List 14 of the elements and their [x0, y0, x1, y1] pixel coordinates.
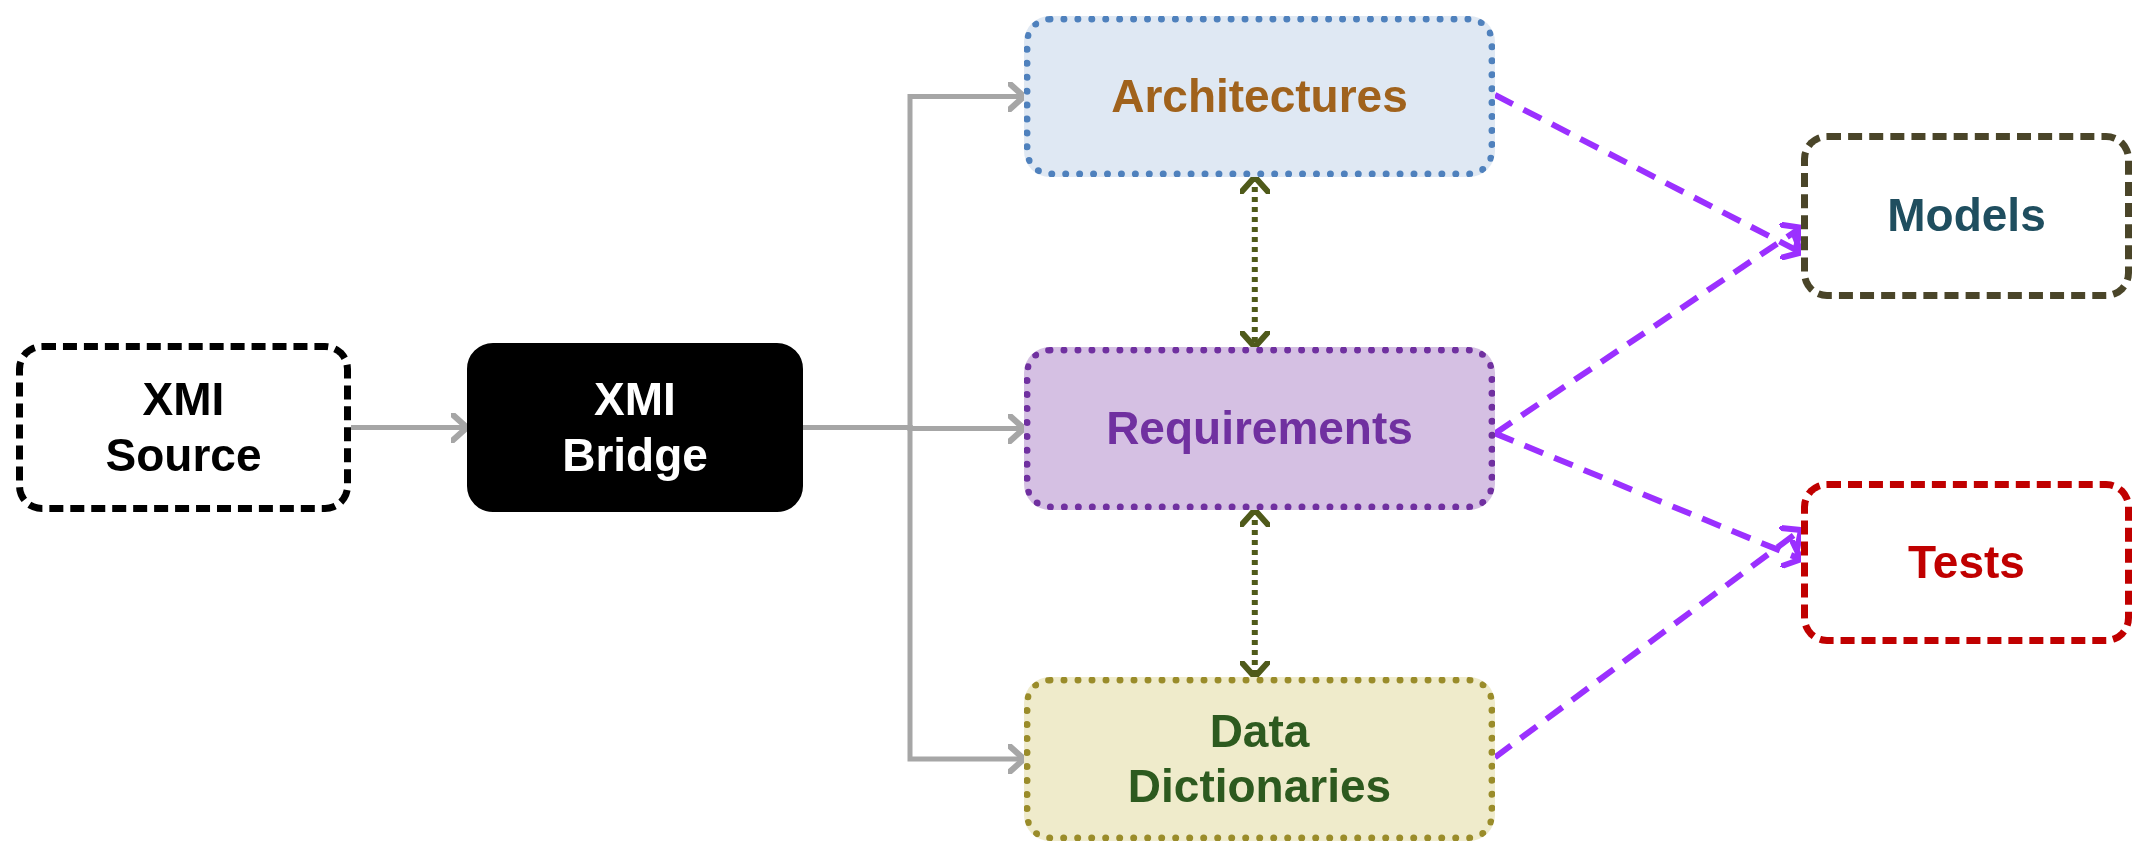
process-box — [467, 343, 803, 512]
dotted-box — [1024, 16, 1495, 177]
node-label: Tests — [1908, 534, 2025, 590]
dotted-box — [1024, 677, 1495, 841]
dashed-box — [16, 343, 351, 512]
dotted-box — [1024, 347, 1495, 510]
node-label: XMI Bridge — [561, 372, 709, 483]
node-label: Models — [1887, 188, 2046, 244]
node-label: Architectures — [1111, 68, 1408, 124]
node-label: Data Dictionaries — [1126, 703, 1393, 814]
node-label: Requirements — [1106, 400, 1413, 456]
node-label: XMI Source — [104, 372, 263, 483]
dashed-box — [1801, 133, 2132, 299]
dashed-box — [1801, 481, 2132, 644]
